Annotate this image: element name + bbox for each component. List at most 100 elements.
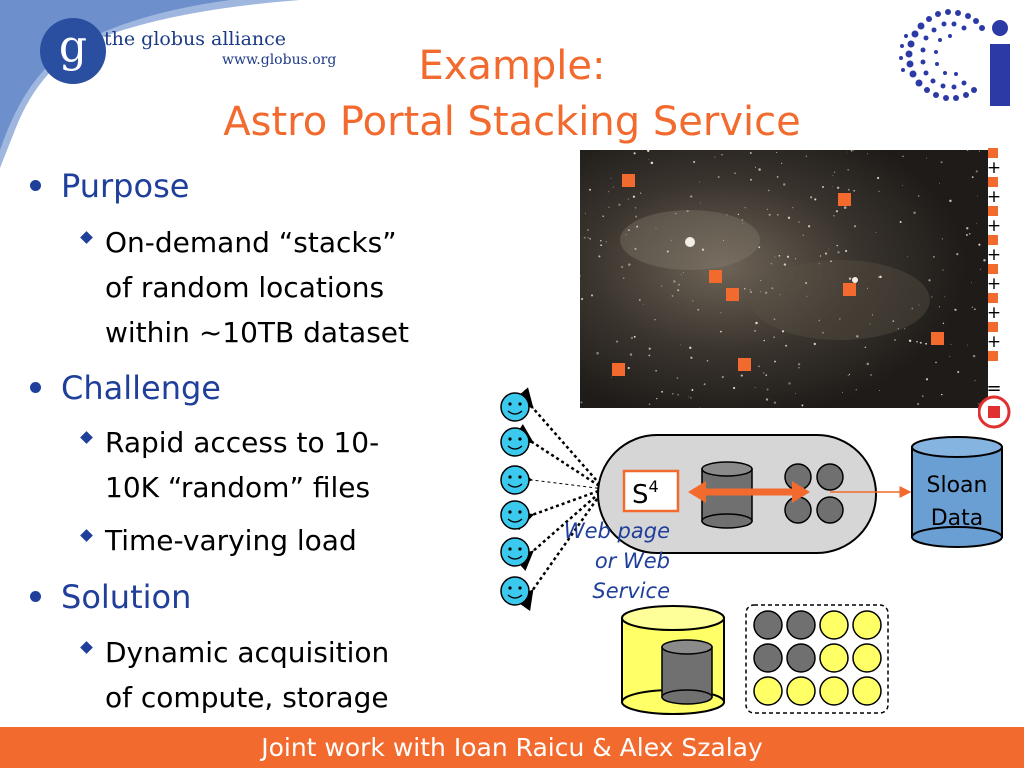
bullet-heading: Purpose — [61, 167, 190, 205]
pool-node — [852, 643, 882, 673]
star — [978, 243, 981, 246]
star — [655, 227, 657, 229]
star — [678, 283, 680, 286]
star — [630, 336, 634, 340]
star — [674, 212, 677, 215]
star — [971, 176, 974, 178]
svg-text:S4: S4 — [632, 477, 659, 510]
logo-url: www.globus.org — [222, 52, 337, 68]
star — [783, 183, 786, 186]
star — [628, 263, 631, 266]
star — [721, 154, 723, 156]
star — [744, 206, 746, 209]
star — [660, 285, 663, 287]
bullet-purpose: Purpose — [30, 166, 189, 206]
star — [843, 206, 847, 209]
star — [741, 218, 744, 221]
star — [741, 222, 743, 224]
star — [721, 376, 724, 379]
dynamic-storage-cylinder — [621, 605, 725, 715]
star — [586, 228, 589, 231]
star — [654, 319, 656, 321]
star — [758, 365, 760, 368]
star — [852, 150, 854, 152]
star — [666, 250, 669, 253]
stacked-result-square — [988, 406, 1000, 418]
stack-square — [988, 148, 998, 158]
star — [650, 161, 654, 165]
bullet-heading: Solution — [61, 578, 192, 616]
star — [933, 256, 935, 258]
star — [818, 263, 820, 265]
star — [931, 296, 933, 298]
star — [680, 274, 682, 276]
star — [587, 237, 589, 239]
star — [692, 240, 694, 242]
star — [771, 287, 774, 290]
star — [740, 374, 743, 377]
star — [971, 282, 972, 284]
bullet-diamond — [80, 641, 93, 654]
star — [692, 300, 694, 302]
star — [749, 152, 752, 154]
star — [590, 294, 594, 297]
sloan-label-line1: Sloan — [927, 473, 988, 498]
star — [598, 255, 601, 258]
stack-square — [988, 293, 998, 303]
star — [639, 192, 642, 194]
star — [785, 344, 788, 347]
pool-node — [819, 643, 849, 673]
star — [703, 383, 706, 386]
star — [925, 342, 928, 345]
star — [627, 198, 630, 200]
star — [832, 175, 834, 177]
star — [853, 225, 857, 228]
user-icon — [500, 392, 530, 422]
star — [608, 206, 610, 208]
star — [847, 374, 849, 377]
star — [700, 202, 702, 204]
star — [926, 157, 928, 159]
star — [580, 274, 581, 277]
star — [758, 168, 761, 171]
star — [714, 156, 716, 158]
stack-square — [988, 351, 998, 361]
star — [922, 395, 924, 397]
star — [672, 393, 674, 395]
star — [770, 262, 773, 265]
star — [855, 389, 857, 391]
star — [773, 318, 776, 321]
star — [776, 151, 778, 153]
star — [968, 233, 971, 235]
star — [805, 155, 807, 157]
sub-bullet-on-demand: On-demand “stacks” of random locations w… — [80, 220, 409, 355]
star — [636, 225, 639, 228]
pool-node — [786, 676, 816, 706]
plus-sign: + — [987, 158, 1001, 178]
star — [720, 330, 722, 333]
star — [957, 370, 960, 374]
star — [698, 181, 701, 183]
star — [869, 323, 871, 325]
star — [864, 346, 867, 349]
star — [671, 294, 674, 297]
star — [676, 377, 679, 379]
plus-sign: + — [987, 187, 1001, 207]
star — [680, 344, 682, 346]
star — [950, 343, 952, 345]
star — [787, 216, 791, 219]
star — [690, 356, 693, 359]
star — [949, 199, 952, 203]
star — [917, 195, 920, 197]
star — [935, 361, 937, 364]
star — [942, 322, 945, 325]
star — [877, 176, 880, 180]
star — [686, 210, 689, 213]
star — [824, 252, 828, 255]
s4-label: S — [632, 480, 649, 510]
star — [971, 306, 974, 308]
star — [976, 223, 978, 225]
star — [754, 386, 756, 389]
star — [778, 254, 781, 257]
star — [768, 213, 771, 216]
